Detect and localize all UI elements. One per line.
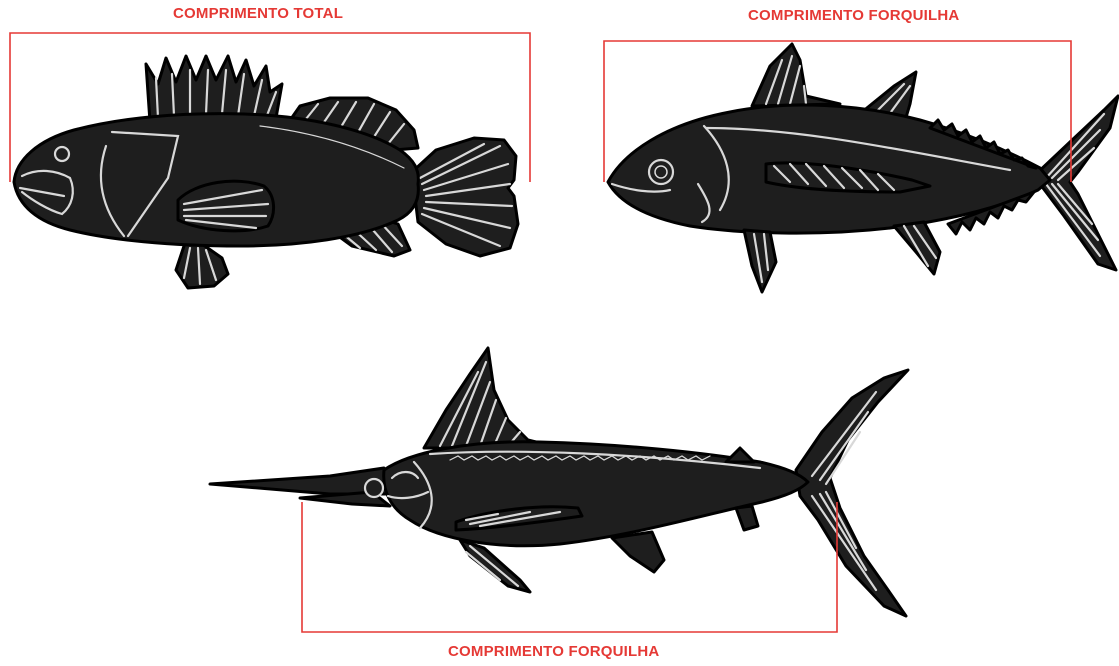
- tuna-pelvic-fin: [744, 230, 776, 292]
- marlin-anal-fin: [612, 532, 664, 572]
- marlin-second-dorsal-fin: [726, 448, 754, 462]
- marlin-fish: [210, 348, 908, 616]
- grouper-pupil: [60, 152, 65, 157]
- fork-length-label-bottom: COMPRIMENTO FORQUILHA: [448, 643, 659, 660]
- fork-length-label-top: COMPRIMENTO FORQUILHA: [748, 7, 959, 24]
- marlin-second-anal-fin: [736, 506, 758, 530]
- marlin-pupil: [371, 485, 378, 492]
- grouper-tail-fin: [412, 138, 518, 256]
- total-length-label: COMPRIMENTO TOTAL: [173, 5, 343, 22]
- tuna-pupil: [655, 166, 667, 178]
- marlin-dorsal-fin: [424, 348, 560, 448]
- marlin-bill: [210, 468, 388, 494]
- tuna-fish: [608, 44, 1118, 292]
- marlin-tail-fin: [796, 370, 908, 616]
- grouper-fish: [14, 56, 518, 288]
- grouper-spiny-dorsal-fin: [146, 56, 282, 122]
- tuna-first-dorsal-fin: [752, 44, 840, 106]
